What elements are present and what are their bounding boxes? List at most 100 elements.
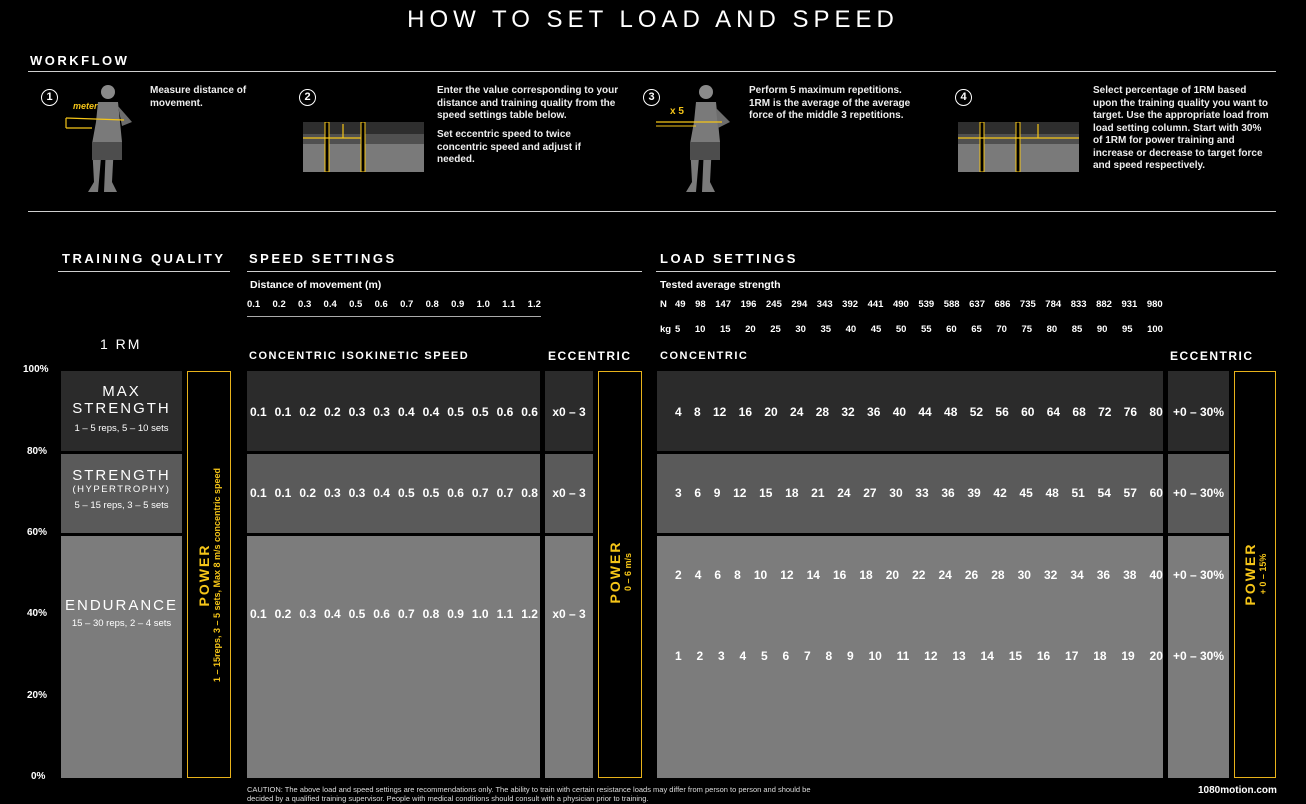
pct-label-40: 40% (27, 608, 48, 619)
kg-value-17: 90 (1096, 324, 1108, 335)
step-3-number: 3 (643, 89, 660, 106)
kg-value-3: 20 (745, 324, 756, 335)
load-cell-0-2: 12 (713, 405, 727, 419)
power-training-sub: 1 – 15reps, 3 – 5 sets, Max 8 m/s concen… (212, 467, 222, 683)
load-cell-0-9: 40 (892, 405, 907, 419)
kg-value-2: 15 (719, 324, 731, 335)
concentric-isokinetic-heading: CONCENTRIC ISOKINETIC SPEED (249, 350, 470, 362)
load-cell-1-15: 48 (1045, 486, 1059, 500)
distance-value-6: 0.7 (400, 299, 414, 310)
n-unit-label: N (660, 299, 667, 310)
speed-cell-1-8: 0.6 (447, 486, 464, 500)
load-cell-2-1: 4 (694, 568, 702, 582)
speed-cell-2-1: 0.2 (274, 607, 292, 621)
power-load-label: POWER + 0 – 15% (1242, 543, 1268, 606)
pct-label-20: 20% (27, 690, 48, 701)
speed-cell-1-7: 0.5 (422, 486, 440, 500)
kg-value-1: 10 (694, 324, 706, 335)
kg-value-10: 55 (920, 324, 932, 335)
distance-value-8: 0.9 (451, 299, 465, 310)
load-cell-3-11: 12 (924, 649, 938, 663)
speed-cell-2-5: 0.6 (373, 607, 390, 621)
load-cell-2-11: 24 (938, 568, 952, 582)
newton-value-9: 490 (892, 299, 909, 310)
load-ecc-value-3: +0 – 30% (1172, 568, 1225, 582)
load-cell-0-1: 8 (694, 405, 701, 419)
speed-cell-2-11: 1.2 (521, 607, 538, 621)
speed-cell-1-3: 0.3 (323, 486, 341, 500)
speed-eccentric-heading: ECCENTRIC (548, 349, 632, 363)
step-4-text: Select percentage of 1RM based upon the … (1093, 85, 1269, 171)
max-strength-sub: 1 – 5 reps, 5 – 10 sets (74, 423, 169, 434)
distance-value-7: 0.8 (425, 299, 439, 310)
load-cell-3-19: 20 (1149, 649, 1163, 663)
speed-cell-0-6: 0.4 (397, 405, 415, 419)
load-cell-2-9: 20 (885, 568, 900, 582)
load-cell-2-14: 30 (1017, 568, 1031, 582)
step-2-text-2: Set eccentric speed to twice concentric … (437, 129, 581, 165)
load-cell-1-5: 18 (785, 486, 799, 500)
power-speed-sub: 0 – 6 m/s (623, 552, 633, 592)
load-cell-0-5: 24 (790, 405, 804, 419)
load-cell-3-5: 6 (782, 649, 790, 663)
pct-label-100: 100% (23, 364, 49, 375)
caution-note: CAUTION: The above load and speed settin… (247, 785, 811, 803)
tested-strength-label: Tested average strength (660, 279, 781, 291)
step-4-number: 4 (955, 89, 972, 106)
load-cell-1-0: 3 (675, 486, 682, 500)
newton-value-0: 49 (675, 299, 686, 310)
speed-cell-0-2: 0.2 (299, 405, 316, 419)
load-cell-0-10: 44 (918, 405, 932, 419)
speed-cell-0-10: 0.6 (496, 405, 514, 419)
speed-cell-2-0: 0.1 (250, 607, 267, 621)
speed-cell-1-10: 0.7 (496, 486, 514, 500)
load-cell-2-15: 32 (1043, 568, 1058, 582)
power-training-title: POWER (196, 543, 212, 607)
speed-cell-1-6: 0.5 (397, 486, 415, 500)
distance-label: Distance of movement (m) (250, 279, 382, 291)
load-ecc-max-band (1168, 371, 1229, 451)
speed-table-mini-illustration (303, 121, 424, 173)
load-cell-1-3: 12 (733, 486, 747, 500)
page-title: HOW TO SET LOAD AND SPEED (407, 6, 899, 33)
load-cell-2-10: 22 (912, 568, 926, 582)
speed-cell-0-0: 0.1 (250, 405, 267, 419)
distance-value-5: 0.6 (374, 299, 388, 310)
step-3-text: Perform 5 maximum repetitions. 1RM is th… (749, 85, 911, 121)
load-ecc-value-2: +0 – 30% (1172, 486, 1225, 500)
load-cell-3-7: 8 (825, 649, 833, 663)
load-cell-3-4: 5 (761, 649, 768, 663)
kg-value-16: 85 (1071, 324, 1083, 335)
speed-cell-2-10: 1.1 (496, 607, 514, 621)
load-cell-1-8: 27 (863, 486, 877, 500)
kg-unit-label: kg (660, 324, 672, 335)
load-cell-0-18: 76 (1123, 405, 1138, 419)
load-cell-1-4: 15 (759, 486, 773, 500)
newton-value-4: 245 (766, 299, 782, 310)
speed-cell-2-7: 0.8 (422, 607, 440, 621)
power-training-label: POWER 1 – 15reps, 3 – 5 sets, Max 8 m/s … (196, 468, 222, 682)
newton-value-12: 637 (969, 299, 985, 310)
kg-value-9: 50 (895, 324, 907, 335)
site-url[interactable]: 1080motion.com (1198, 785, 1277, 796)
load-cell-3-2: 3 (718, 649, 725, 663)
max-strength-title-1: MAX (102, 383, 141, 400)
newton-value-6: 343 (816, 299, 833, 310)
load-cell-1-14: 45 (1019, 486, 1033, 500)
kg-value-12: 65 (971, 324, 982, 335)
training-quality-heading: TRAINING QUALITY (62, 251, 226, 266)
newton-value-17: 882 (1096, 299, 1112, 310)
load-cell-1-12: 39 (967, 486, 981, 500)
speed-cell-0-7: 0.4 (422, 405, 440, 419)
distance-value-1: 0.2 (272, 299, 286, 310)
pct-label-80: 80% (27, 446, 48, 457)
load-cell-0-19: 80 (1149, 405, 1163, 419)
load-ecc-value-1: +0 – 30% (1172, 405, 1225, 419)
load-cell-0-17: 72 (1098, 405, 1112, 419)
distance-value-9: 1.0 (476, 299, 490, 310)
speed-cell-2-8: 0.9 (447, 607, 464, 621)
